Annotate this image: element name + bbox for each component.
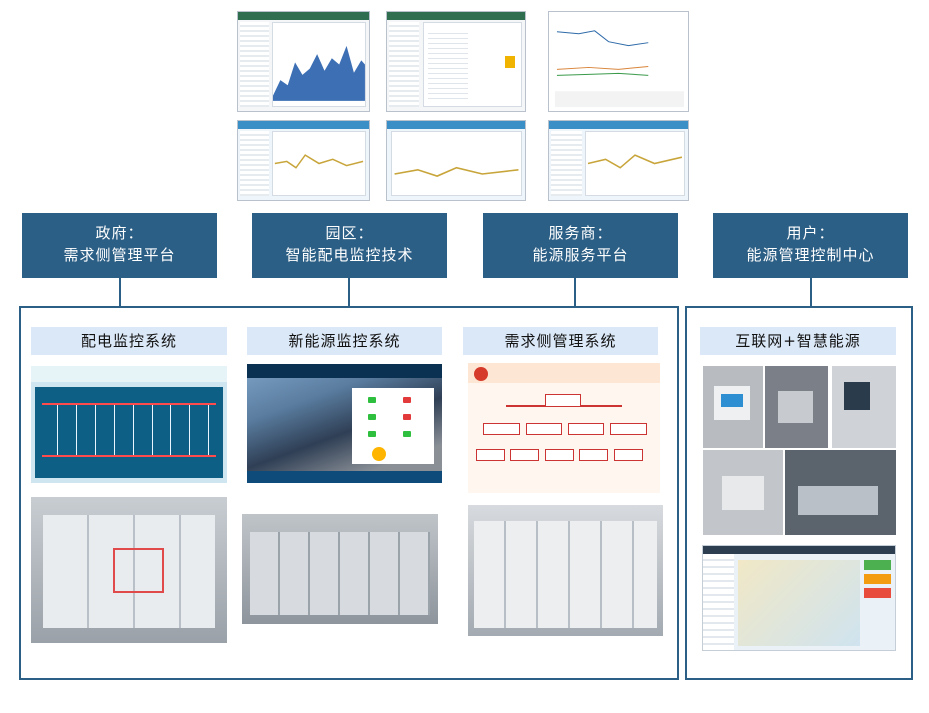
park-platform-screenshot-2 [386,120,526,201]
connector-government [119,278,121,308]
header-user: 用户： 能源管理控制中心 [713,213,908,278]
connector-park [348,278,350,308]
header-service-line1: 服务商： [548,224,613,242]
park-platform-screenshot-1 [237,120,370,201]
smart-device-photo-5 [785,450,896,535]
distribution-cabinet-photo [31,497,227,643]
header-service-line2: 能源服务平台 [532,246,629,264]
park-platform-screenshot-3 [548,120,689,201]
subsystem-distribution-monitoring: 配电监控系统 [31,327,227,355]
smart-device-photo-3 [832,366,896,448]
header-user-line1: 用户： [786,224,835,242]
smart-device-photo-4 [703,450,783,535]
header-government-line1: 政府： [95,224,144,242]
header-user-line2: 能源管理控制中心 [746,246,875,264]
gov-platform-screenshot-1 [237,11,370,112]
connector-service [574,278,576,308]
smart-device-photo-1 [703,366,763,448]
new-energy-cabinet-photo [242,514,438,624]
smart-device-photo-2 [765,366,828,448]
distribution-scada-screen [31,366,227,483]
gov-platform-screenshot-3 [548,11,689,112]
header-government-line2: 需求侧管理平台 [63,246,176,264]
gov-platform-screenshot-2 [386,11,526,112]
subsystem-demand-side-management: 需求侧管理系统 [463,327,658,355]
header-park-line2: 智能配电监控技术 [285,246,414,264]
smart-energy-map-view [702,545,896,651]
header-park-line1: 园区： [325,224,374,242]
solar-monitoring-screen [247,364,442,483]
header-park: 园区： 智能配电监控技术 [252,213,447,278]
header-service-provider: 服务商： 能源服务平台 [483,213,678,278]
header-government: 政府： 需求侧管理平台 [22,213,217,278]
subsystem-internet-smart-energy: 互联网+智慧能源 [700,327,896,355]
demand-management-screen [468,363,660,493]
connector-user [810,278,812,308]
subsystem-new-energy-monitoring: 新能源监控系统 [247,327,442,355]
demand-cabinet-photo [468,505,663,636]
